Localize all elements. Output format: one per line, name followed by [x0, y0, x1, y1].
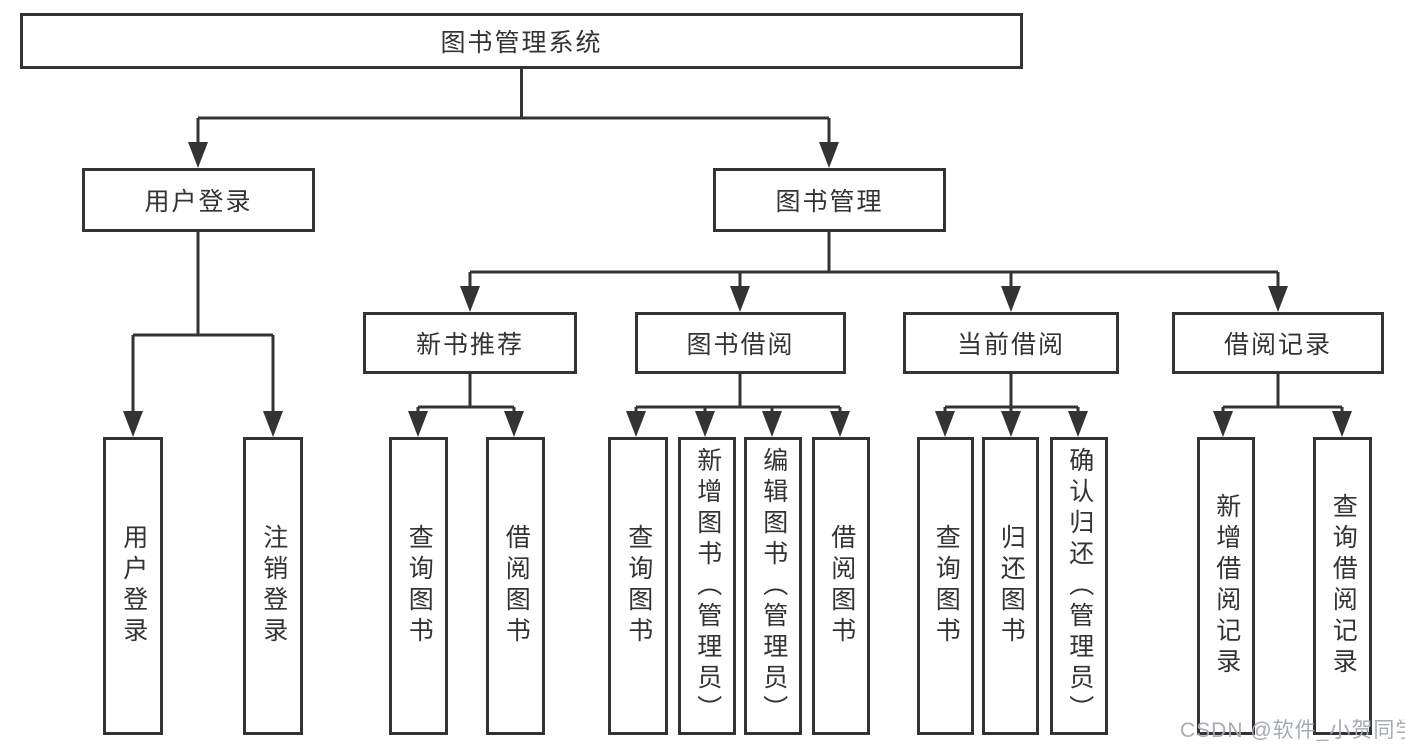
arrowhead: [1213, 411, 1233, 437]
leaf-query-books-1: 查询图书: [389, 437, 448, 735]
node-new-book-recommend: 新书推荐: [363, 312, 577, 374]
leaf-edit-books-admin: 编辑图书（管理员）: [744, 437, 802, 735]
connector-new-book-recommend-children: [408, 374, 524, 437]
leaf-query-books-2: 查询图书: [608, 437, 668, 735]
arrowhead: [695, 411, 715, 437]
connector-current-borrowing-children: [935, 374, 1088, 437]
leaf-borrow-books-2: 借阅图书: [812, 437, 870, 735]
arrowhead: [123, 411, 143, 437]
connector-book-management-children: [460, 232, 1288, 312]
csdn-watermark: CSDN @软件_小贺同学: [1180, 719, 1405, 742]
arrowhead: [762, 411, 782, 437]
connector-root-to-level1: [188, 69, 839, 168]
arrowhead: [819, 142, 839, 168]
leaf-user-login: 用户登录: [103, 437, 163, 735]
arrowhead: [263, 411, 283, 437]
arrowhead: [730, 286, 750, 312]
leaf-confirm-return-admin: 确认归还（管理员）: [1050, 437, 1108, 735]
arrowhead: [935, 411, 955, 437]
arrowhead: [408, 411, 428, 437]
node-root-library-management-system: 图书管理系统: [20, 13, 1023, 69]
node-current-borrowing: 当前借阅: [903, 312, 1119, 374]
arrowhead: [626, 411, 646, 437]
connector-borrowing-records-children: [1213, 374, 1352, 437]
leaf-borrow-books-1: 借阅图书: [486, 437, 545, 735]
leaf-return-books: 归还图书: [982, 437, 1039, 735]
arrowhead: [1001, 411, 1021, 437]
leaf-query-borrow-record: 查询借阅记录: [1313, 437, 1372, 735]
arrowhead: [1001, 286, 1021, 312]
node-user-login: 用户登录: [82, 168, 315, 232]
leaf-add-borrow-record: 新增借阅记录: [1197, 437, 1255, 735]
connector-user-login-children: [123, 232, 283, 437]
arrowhead: [1332, 411, 1352, 437]
arrowhead: [1068, 411, 1088, 437]
leaf-add-books-admin: 新增图书（管理员）: [678, 437, 736, 735]
arrowhead: [460, 286, 480, 312]
node-borrowing-records: 借阅记录: [1172, 312, 1384, 374]
connector-book-borrowing-children: [626, 374, 850, 437]
node-book-management: 图书管理: [713, 168, 946, 232]
leaf-query-books-3: 查询图书: [917, 437, 974, 735]
arrowhead: [188, 142, 208, 168]
arrowhead: [830, 411, 850, 437]
arrowhead: [504, 411, 524, 437]
leaf-logout-login: 注销登录: [243, 437, 303, 735]
arrowhead: [1268, 286, 1288, 312]
node-book-borrowing: 图书借阅: [635, 312, 846, 374]
